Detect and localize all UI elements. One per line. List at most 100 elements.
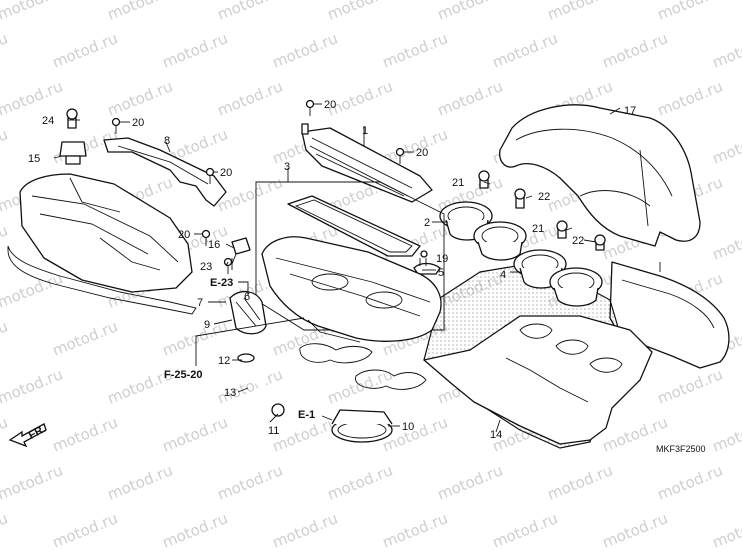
watermark-text: motod.ru <box>655 461 726 503</box>
watermark-text: motod.ru <box>655 365 726 407</box>
watermark-text: motod.ru <box>0 365 65 407</box>
part-intake-funnel-front <box>439 201 527 261</box>
part-small-bracket <box>231 237 251 265</box>
watermark-text: motod.ru <box>160 29 231 71</box>
front-direction-arrow: FR. <box>8 423 48 448</box>
watermark-text: motod.ru <box>50 413 121 455</box>
part-air-box-lid <box>19 173 193 293</box>
callout-24: 24 <box>42 115 54 127</box>
watermark-text: motod.ru <box>710 221 742 263</box>
callout-20-c: 20 <box>178 229 190 241</box>
watermark-text: motod.ru <box>435 77 506 119</box>
part-seal-ring <box>287 195 421 257</box>
part-lid-seal <box>7 245 197 315</box>
watermark-text: motod.ru <box>50 509 121 551</box>
watermark-text: motod.ru <box>435 461 506 503</box>
callout-20-b: 20 <box>220 167 232 179</box>
watermark-text: motod.ru <box>270 29 341 71</box>
callout-20-e: 20 <box>416 147 428 159</box>
callout-8: 8 <box>164 135 170 147</box>
callout-21-a: 21 <box>452 177 464 189</box>
callout-13: 13 <box>224 387 236 399</box>
part-screw-cap <box>59 108 87 165</box>
watermark-text: motod.ru <box>325 461 396 503</box>
watermark-text: motod.ru <box>215 77 286 119</box>
watermark-text: motod.ru <box>0 77 65 119</box>
callout-15: 15 <box>28 153 40 165</box>
watermark-text: motod.ru <box>105 461 176 503</box>
part-clip <box>413 250 441 275</box>
callout-labels: 1 2 3 4 5 6 7 8 9 10 11 12 13 14 15 16 1… <box>28 99 636 441</box>
part-air-duct-cover <box>499 104 701 247</box>
callout-20-d: 20 <box>324 99 336 111</box>
callout-5: 5 <box>438 267 444 279</box>
watermark-text: motod.ru <box>545 0 616 24</box>
callout-19: 19 <box>436 253 448 265</box>
watermark-text: motod.ru <box>380 29 451 71</box>
watermark-text: motod.ru <box>0 461 65 503</box>
callout-17: 17 <box>624 105 636 117</box>
callout-4: 4 <box>500 269 506 281</box>
part-grommet <box>229 291 267 335</box>
watermark-text: motod.ru <box>600 29 671 71</box>
callout-6: 6 <box>244 291 250 303</box>
watermark-text: motod.ru <box>325 0 396 24</box>
part-intake-funnel-rear <box>513 249 603 307</box>
watermark-text: motod.ru <box>0 125 10 167</box>
watermark-text: motod.ru <box>0 29 10 71</box>
watermark-text: motod.ru <box>0 269 65 311</box>
watermark-text: motod.ru <box>545 461 616 503</box>
watermark-text: motod.ru <box>710 29 742 71</box>
watermark-text: motod.ru <box>0 0 65 24</box>
watermark-text: motod.ru <box>160 509 231 551</box>
part-air-box <box>261 236 442 343</box>
callout-10: 10 <box>402 421 414 433</box>
callout-7: 7 <box>197 297 203 309</box>
reference-f2520[interactable]: F-25-20 <box>164 369 203 381</box>
watermark-text: motod.ru <box>270 509 341 551</box>
watermark-text: motod.ru <box>655 0 726 24</box>
callout-21-b: 21 <box>532 223 544 235</box>
watermark-text: motod.ru <box>490 29 561 71</box>
callout-9: 9 <box>204 319 210 331</box>
watermark-text: motod.ru <box>105 77 176 119</box>
part-heat-shield <box>423 261 653 449</box>
callout-14: 14 <box>490 429 502 441</box>
diagram-code: MKF3F2500 <box>656 444 706 454</box>
watermark-text: motod.ru <box>435 0 506 24</box>
part-air-filter <box>301 123 433 203</box>
watermark-text: motod.ru <box>160 317 231 359</box>
reference-e1[interactable]: E-1 <box>298 409 315 421</box>
watermark-text: motod.ru <box>0 317 10 359</box>
callout-23: 23 <box>200 261 212 273</box>
callout-12: 12 <box>218 355 230 367</box>
watermark-text: motod.ru <box>215 173 286 215</box>
watermark-text: motod.ru <box>105 0 176 24</box>
callout-3: 3 <box>284 161 290 173</box>
callout-11: 11 <box>268 425 279 437</box>
watermark-text: motod.ru <box>215 0 286 24</box>
watermark-text: motod.ru <box>0 509 10 551</box>
watermark-text: motod.ru <box>0 413 10 455</box>
callout-22-a: 22 <box>538 191 550 203</box>
watermark-text: motod.ru <box>490 509 561 551</box>
callout-2: 2 <box>424 217 430 229</box>
callout-20-a: 20 <box>132 117 144 129</box>
watermark-text: motod.ru <box>215 461 286 503</box>
leader-lines <box>53 103 661 433</box>
callout-1: 1 <box>362 125 368 137</box>
callout-16: 16 <box>208 239 220 251</box>
callout-22-b: 22 <box>572 235 584 247</box>
watermark-text: motod.ru <box>710 509 742 551</box>
watermark-text: motod.ru <box>50 317 121 359</box>
reference-e23[interactable]: E-23 <box>210 277 233 289</box>
watermark-text: motod.ru <box>0 221 10 263</box>
section-references: E-23 F-25-20 E-1 <box>164 277 315 421</box>
part-duct-ring <box>331 409 393 443</box>
watermark-text: motod.ru <box>600 509 671 551</box>
watermark-text: motod.ru <box>160 413 231 455</box>
part-gasket-lower <box>299 343 427 390</box>
part-long-bracket <box>103 137 227 207</box>
